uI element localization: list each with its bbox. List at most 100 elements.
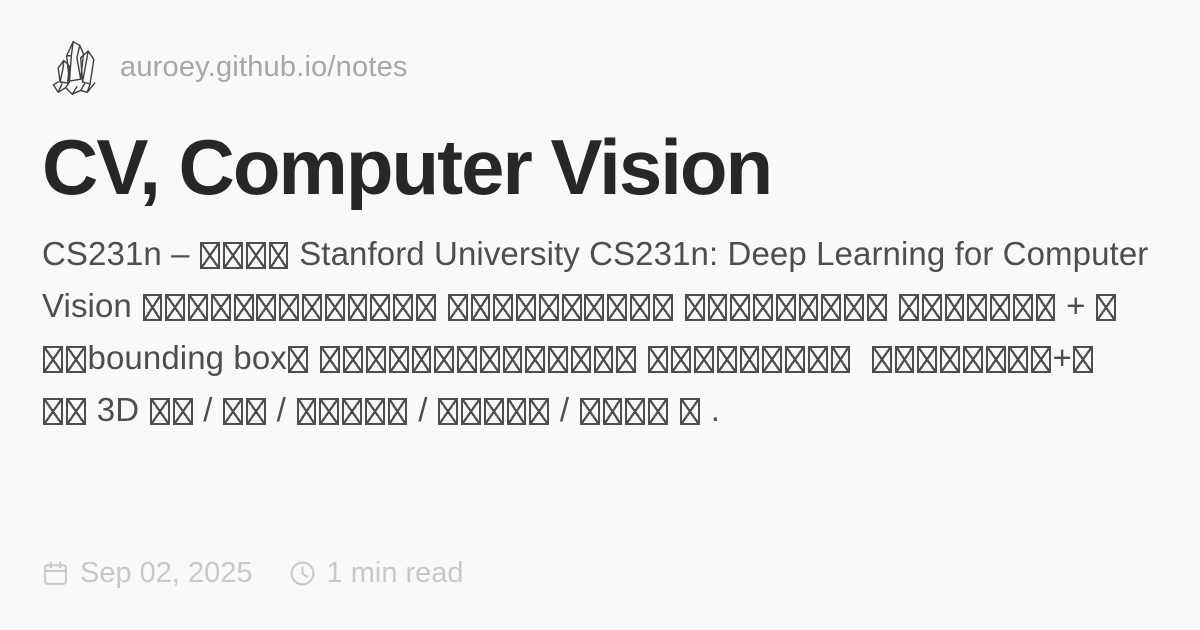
missing-glyph-box [1012, 293, 1033, 321]
post-description: CS231n – Stanford University CS231n: Dee… [42, 228, 1156, 436]
missing-glyph-box [762, 345, 783, 373]
missing-glyph-box [548, 345, 568, 373]
missing-glyph-box [66, 345, 87, 373]
missing-glyph-box [625, 397, 646, 425]
missing-glyph-box [716, 345, 737, 373]
missing-glyph-box [142, 293, 163, 321]
missing-glyph-box [43, 397, 64, 425]
missing-glyph-box [516, 293, 536, 321]
missing-glyph-box [165, 293, 186, 321]
publish-date-label: Sep 02, 2025 [80, 557, 253, 589]
missing-glyph-box [616, 345, 637, 373]
missing-glyph-box [898, 293, 919, 321]
missing-glyph-box [798, 293, 819, 321]
missing-glyph-box [652, 293, 673, 321]
missing-glyph-box [707, 293, 728, 321]
missing-glyph-box [693, 345, 714, 373]
missing-glyph-box [830, 345, 851, 373]
missing-glyph-box [648, 397, 668, 425]
missing-glyph-box [324, 293, 345, 321]
missing-glyph-box [343, 345, 364, 373]
missing-glyph-box [584, 293, 605, 321]
missing-glyph-box [319, 397, 340, 425]
missing-glyph-box [172, 397, 193, 425]
missing-glyph-box [411, 345, 432, 373]
post-meta: Sep 02, 2025 1 min read [42, 557, 1156, 590]
page-title: CV, Computer Vision [42, 123, 773, 211]
missing-glyph-box [967, 293, 988, 321]
missing-glyph-box [268, 241, 289, 269]
description-line: CS231n – Stanford University CS231n: Dee… [42, 235, 1149, 273]
missing-glyph-box [866, 293, 887, 321]
missing-glyph-box [461, 397, 481, 425]
missing-glyph-box [210, 293, 231, 321]
missing-glyph-box [223, 397, 244, 425]
missing-glyph-box [593, 345, 614, 373]
missing-glyph-box [684, 293, 705, 321]
missing-glyph-box [807, 345, 828, 373]
missing-glyph-box [525, 345, 546, 373]
missing-glyph-box [570, 345, 591, 373]
missing-glyph-box [43, 345, 64, 373]
missing-glyph-box [479, 345, 500, 373]
read-time-label: 1 min read [326, 557, 464, 589]
missing-glyph-box [200, 241, 221, 269]
missing-glyph-box [434, 345, 455, 373]
missing-glyph-box [233, 293, 254, 321]
missing-glyph-box [256, 293, 277, 321]
missing-glyph-box [245, 241, 266, 269]
missing-glyph-box [320, 345, 341, 373]
missing-glyph-box [415, 293, 436, 321]
missing-glyph-box [1008, 345, 1029, 373]
missing-glyph-box [493, 293, 514, 321]
missing-glyph-box [387, 397, 408, 425]
missing-glyph-box [393, 293, 413, 321]
missing-glyph-box [739, 345, 760, 373]
missing-glyph-box [775, 293, 796, 321]
missing-glyph-box [388, 345, 409, 373]
missing-glyph-box [985, 345, 1006, 373]
read-time: 1 min read [289, 557, 464, 590]
missing-glyph-box [844, 293, 864, 321]
missing-glyph-box [457, 345, 477, 373]
site-header: auroey.github.io/notes [42, 34, 1156, 100]
missing-glyph-box [680, 397, 701, 425]
description-line: 3D / / / / . [42, 384, 1156, 436]
missing-glyph-box [1073, 345, 1094, 373]
missing-glyph-box [630, 293, 650, 321]
missing-glyph-box [944, 293, 965, 321]
missing-glyph-box [66, 397, 87, 425]
missing-glyph-box [365, 345, 386, 373]
missing-glyph-box [753, 293, 773, 321]
missing-glyph-box [917, 345, 938, 373]
missing-glyph-box [502, 345, 523, 373]
missing-glyph-box [1096, 293, 1117, 321]
missing-glyph-box [223, 241, 243, 269]
missing-glyph-box [279, 293, 300, 321]
missing-glyph-box [188, 293, 208, 321]
missing-glyph-box [561, 293, 582, 321]
missing-glyph-box [894, 345, 915, 373]
missing-glyph-box [347, 293, 368, 321]
missing-glyph-box [940, 345, 960, 373]
missing-glyph-box [342, 397, 362, 425]
missing-glyph-box [962, 345, 983, 373]
missing-glyph-box [296, 397, 317, 425]
missing-glyph-box [730, 293, 751, 321]
missing-glyph-box [302, 293, 322, 321]
missing-glyph-box [483, 397, 504, 425]
missing-glyph-box [921, 293, 942, 321]
missing-glyph-box [607, 293, 628, 321]
missing-glyph-box [529, 397, 550, 425]
missing-glyph-box [246, 397, 266, 425]
missing-glyph-box [506, 397, 527, 425]
missing-glyph-box [149, 397, 170, 425]
site-url: auroey.github.io/notes [120, 50, 408, 83]
clock-icon [290, 561, 314, 586]
missing-glyph-box [470, 293, 491, 321]
crystal-logo-icon [52, 40, 96, 95]
missing-glyph-box [438, 397, 459, 425]
missing-glyph-box [821, 293, 842, 321]
missing-glyph-box [871, 345, 892, 373]
